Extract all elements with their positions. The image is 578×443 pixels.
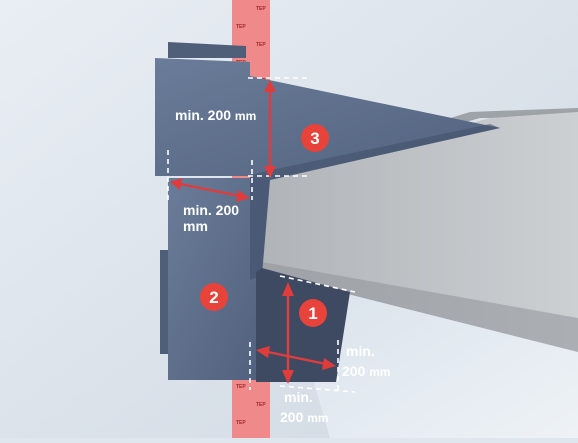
callout-1: 1 bbox=[299, 299, 327, 327]
callout-3-circle bbox=[301, 124, 329, 152]
membrane-3-back bbox=[168, 42, 246, 58]
callout-2: 2 bbox=[200, 283, 228, 311]
side-overlap-label-line2: mm bbox=[183, 218, 208, 234]
guide-lines bbox=[167, 77, 356, 393]
callout-2-number: 2 bbox=[209, 288, 218, 307]
top-overlap-label: min. 200 mm bbox=[175, 107, 256, 123]
dimension-arrows bbox=[170, 80, 336, 384]
membrane-3 bbox=[155, 58, 500, 180]
callout-3-number: 3 bbox=[310, 129, 319, 148]
side-overlap-label-line1: min. 200 bbox=[183, 202, 239, 218]
soffit-bottom-label-line1: min. bbox=[284, 389, 313, 405]
soffit-right-label-line2: 200 mm bbox=[342, 363, 391, 379]
membrane-fold bbox=[250, 176, 270, 280]
callout-2-circle bbox=[200, 283, 228, 311]
callout-3: 3 bbox=[301, 124, 329, 152]
membrane-3-fold bbox=[250, 124, 500, 180]
membrane-2 bbox=[168, 178, 256, 380]
callout-1-number: 1 bbox=[308, 304, 317, 323]
soffit-bottom-label-line2: 200 mm bbox=[280, 409, 329, 425]
slab-bottom-edge bbox=[262, 262, 578, 352]
callout-1-circle bbox=[299, 299, 327, 327]
soffit-right-label-line1: min. bbox=[346, 343, 375, 359]
